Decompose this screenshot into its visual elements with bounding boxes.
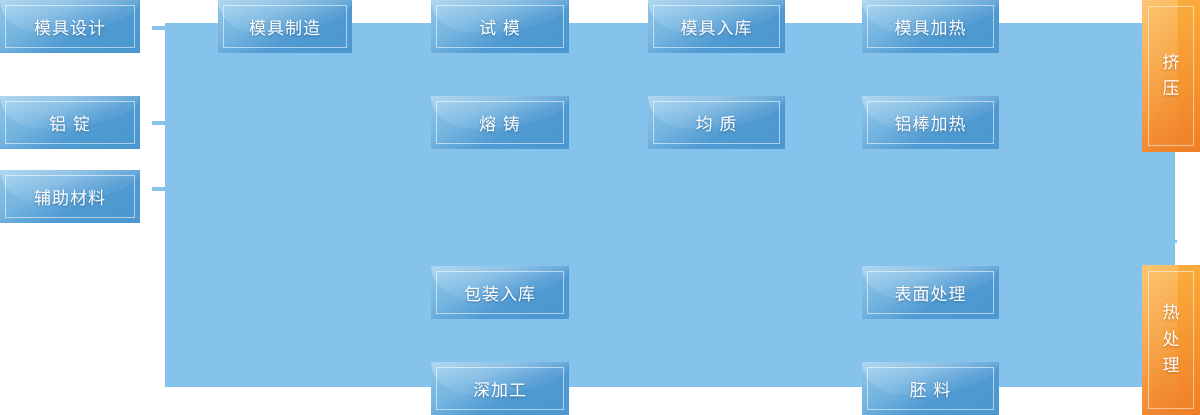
stage-heat-treatment[interactable]: 热处理 xyxy=(1142,265,1200,415)
node-mold-design[interactable]: 模具设计 xyxy=(0,0,140,53)
node-blank-material[interactable]: 胚 料 xyxy=(862,362,999,415)
node-mold-heating[interactable]: 模具加热 xyxy=(862,0,999,53)
stage-label: 热处理 xyxy=(1162,303,1180,376)
connector-aluminum-ingot xyxy=(152,121,166,125)
node-mold-trial[interactable]: 试 模 xyxy=(431,0,569,53)
node-homogenizing[interactable]: 均 质 xyxy=(648,96,785,149)
node-label: 铝 锭 xyxy=(49,115,91,134)
node-label: 模具设计 xyxy=(34,19,106,38)
node-label: 深加工 xyxy=(473,381,527,400)
node-packing-warehousing[interactable]: 包装入库 xyxy=(431,266,569,319)
node-label: 模具入库 xyxy=(680,19,753,38)
connector-heat-treatment xyxy=(1170,240,1177,243)
node-aluminum-ingot[interactable]: 铝 锭 xyxy=(0,96,140,149)
node-melt-casting[interactable]: 熔 铸 xyxy=(431,96,569,149)
node-label: 模具加热 xyxy=(894,19,967,38)
node-bar-heating[interactable]: 铝棒加热 xyxy=(862,96,999,149)
node-label: 模具制造 xyxy=(249,19,321,38)
node-label: 熔 铸 xyxy=(479,115,521,134)
node-mold-warehousing[interactable]: 模具入库 xyxy=(648,0,785,53)
node-auxiliary-material[interactable]: 辅助材料 xyxy=(0,170,140,223)
node-label: 辅助材料 xyxy=(34,189,106,208)
node-label: 铝棒加热 xyxy=(894,115,967,134)
node-label: 表面处理 xyxy=(894,285,967,304)
connector-auxiliary-material xyxy=(152,187,166,191)
stage-extrusion[interactable]: 挤压 xyxy=(1142,0,1200,152)
stage-label: 挤压 xyxy=(1162,52,1180,98)
node-label: 包装入库 xyxy=(464,285,536,304)
node-label: 均 质 xyxy=(695,115,738,134)
node-surface-treatment[interactable]: 表面处理 xyxy=(862,266,999,319)
node-mold-manufacture[interactable]: 模具制造 xyxy=(218,0,352,53)
node-deep-processing[interactable]: 深加工 xyxy=(431,362,569,415)
connector-mold-design xyxy=(152,26,166,30)
process-background-panel xyxy=(165,23,1175,387)
node-label: 胚 料 xyxy=(909,381,952,400)
node-label: 试 模 xyxy=(479,19,521,38)
